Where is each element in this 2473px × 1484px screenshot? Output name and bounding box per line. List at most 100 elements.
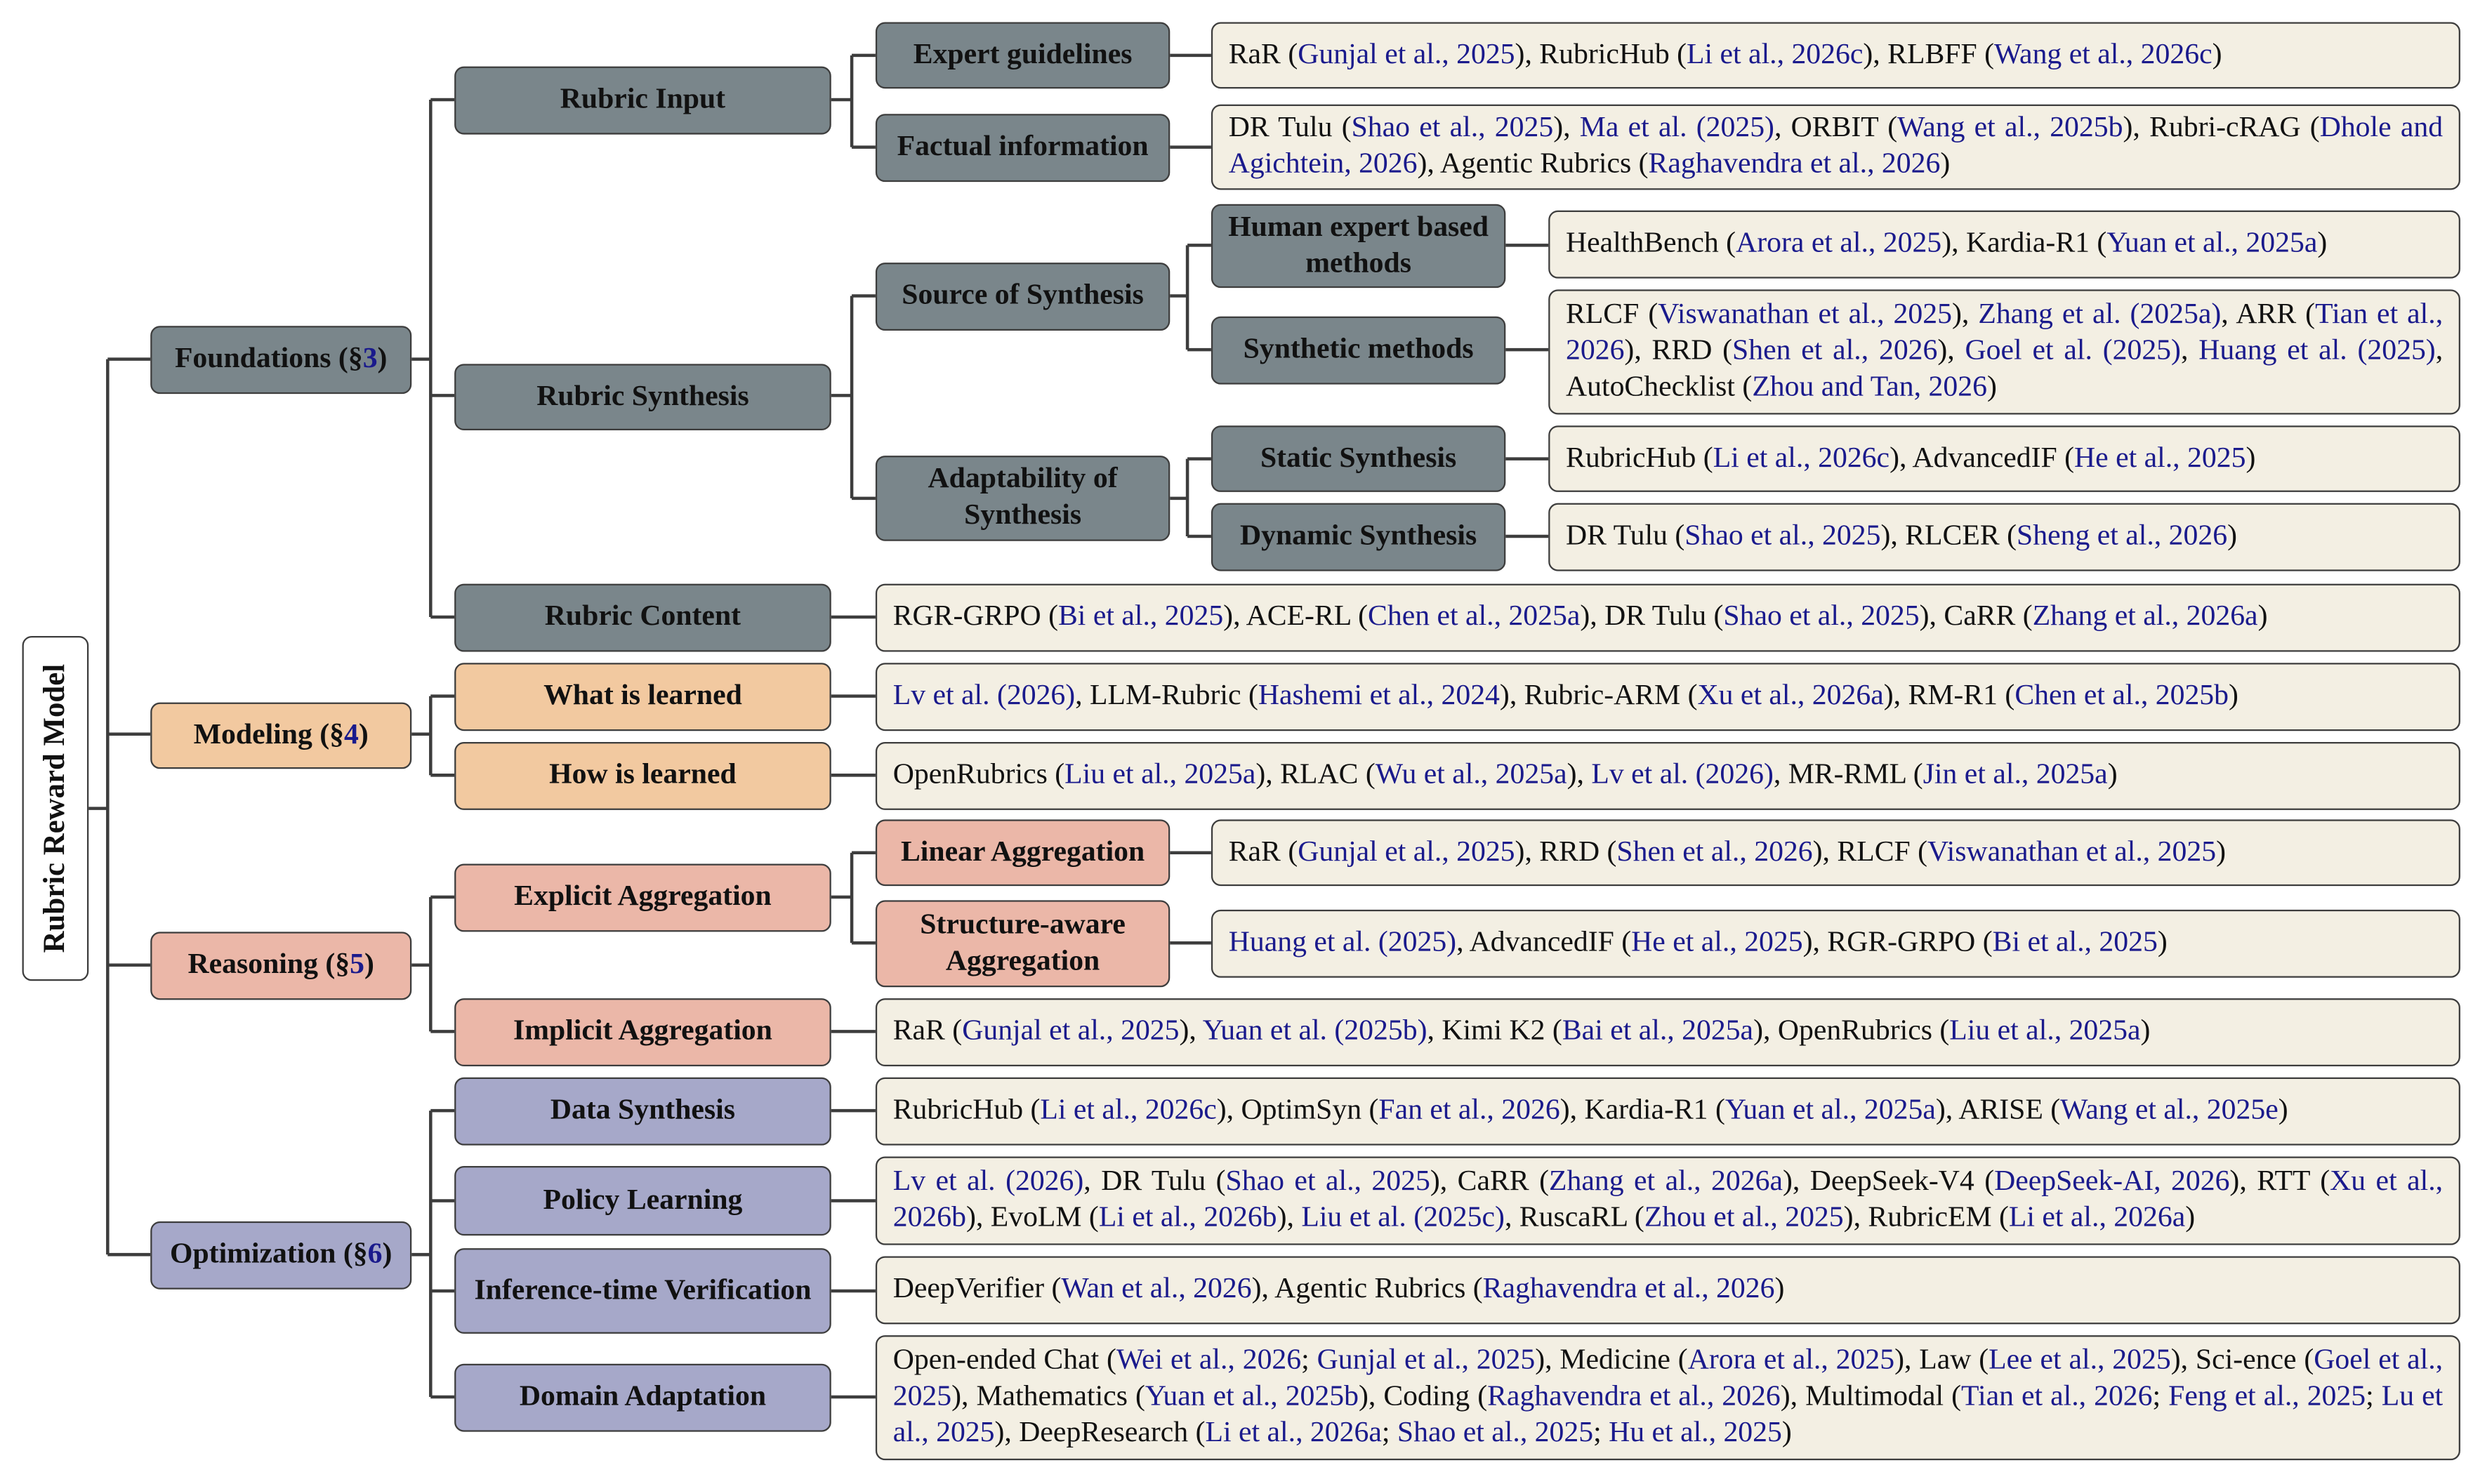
citation-link[interactable]: Goel et al. (2025) — [1965, 335, 2181, 367]
citation-link[interactable]: Zhang et al. (2025a) — [1978, 298, 2222, 331]
citation-link[interactable]: Chen et al., 2025b — [2014, 680, 2229, 713]
foundations-ref[interactable]: 3 — [362, 343, 378, 376]
citation-link[interactable]: Lu et al., 2025 — [892, 1381, 2444, 1450]
citation-link[interactable]: Arora et al., 2025 — [1687, 1344, 1895, 1377]
rubric-synthesis-node: Rubric Synthesis — [454, 364, 831, 431]
citation-link[interactable]: Liu et al., 2025a — [1949, 1015, 2141, 1047]
leaf-text-segment: , ARR ( — [2221, 298, 2316, 331]
citation-link[interactable]: Shao et al., 2025 — [1397, 1417, 1594, 1450]
citation-link[interactable]: Goel et al., 2025 — [892, 1344, 2444, 1413]
citation-link[interactable]: Lv et al. (2026) — [1591, 759, 1774, 791]
citation-link[interactable]: Wang et al., 2026c — [1994, 39, 2212, 71]
citation-link[interactable]: Chen et al., 2025a — [1368, 601, 1581, 633]
leaf-text-segment: ) — [2107, 759, 2118, 791]
leaf-text-segment: ) — [2229, 680, 2238, 713]
leaf-text-segment: ), — [1567, 759, 1592, 791]
citation-link[interactable]: Shao et al., 2025 — [1723, 601, 1920, 633]
citation-link[interactable]: Sheng et al., 2026 — [2017, 520, 2228, 552]
citation-link[interactable]: Li et al., 2026c — [1713, 442, 1890, 474]
citation-link[interactable]: Li et al., 2026a — [2008, 1202, 2186, 1234]
leaf-text-segment: ), OpenRubrics ( — [1753, 1015, 1950, 1047]
citation-link[interactable]: Bai et al., 2025a — [1562, 1015, 1754, 1047]
citation-link[interactable]: Tian et al., 2026 — [1565, 298, 2444, 367]
citation-link[interactable]: DeepSeek-AI, 2026 — [1994, 1165, 2230, 1198]
optimization-ref[interactable]: 6 — [367, 1238, 383, 1271]
citation-link[interactable]: Yuan et al., 2025b — [1145, 1381, 1359, 1413]
citation-link[interactable]: Bi et al., 2025 — [1992, 927, 2158, 959]
citation-link[interactable]: Liu et al. (2025c) — [1301, 1202, 1505, 1234]
citation-link[interactable]: Li et al., 2026a — [1205, 1417, 1382, 1450]
citation-link[interactable]: Gunjal et al., 2025 — [1298, 836, 1515, 868]
citation-link[interactable]: Wei et al., 2026 — [1116, 1344, 1302, 1377]
leaf-text-segment: ), Law ( — [1894, 1344, 1989, 1377]
citation-link[interactable]: Li et al., 2026b — [1098, 1202, 1277, 1234]
citation-link[interactable]: Lv et al. (2026) — [892, 1165, 1084, 1198]
leaf-text-segment: ), Kardia-R1 ( — [1941, 227, 2107, 260]
citation-link[interactable]: Zhou and Tan, 2026 — [1752, 371, 1987, 404]
citation-link[interactable]: Liu et al., 2025a — [1064, 759, 1256, 791]
citation-link[interactable]: Huang et al. (2025) — [1228, 927, 1457, 959]
citation-link[interactable]: Xu et al., 2026b — [892, 1165, 2444, 1234]
citation-link[interactable]: Gunjal et al., 2025 — [1317, 1344, 1536, 1377]
citation-link[interactable]: Gunjal et al., 2025 — [1298, 39, 1515, 71]
citation-link[interactable]: Hashemi et al., 2024 — [1258, 680, 1500, 713]
citation-link[interactable]: Jin et al., 2025a — [1923, 759, 2108, 791]
leaf-text-segment: ), AdvancedIF ( — [1890, 442, 2075, 474]
citation-link[interactable]: Viswanathan et al., 2025 — [1658, 298, 1952, 331]
citation-link[interactable]: Lv et al. (2026) — [892, 680, 1076, 713]
citation-link[interactable]: Gunjal et al., 2025 — [962, 1015, 1180, 1047]
leaf-text-segment: ), RRD ( — [1515, 836, 1617, 868]
citation-link[interactable]: Xu et al., 2026a — [1697, 680, 1884, 713]
citation-link[interactable]: Bi et al., 2025 — [1057, 601, 1224, 633]
citation-link[interactable]: Tian et al., 2026 — [1960, 1381, 2153, 1413]
leaf-text-segment: ), EvoLM ( — [965, 1202, 1099, 1234]
citation-link[interactable]: Zhang et al., 2026a — [2032, 601, 2258, 633]
citation-link[interactable]: Li et al., 2026c — [1687, 39, 1864, 71]
leaf-policy-learning: Lv et al. (2026), DR Tulu (Shao et al., … — [875, 1156, 2460, 1245]
citation-link[interactable]: He et al., 2025 — [1631, 927, 1803, 959]
linear-aggregation-node: Linear Aggregation — [875, 819, 1170, 887]
citation-link[interactable]: Feng et al., 2025 — [2168, 1381, 2366, 1413]
modeling-ref[interactable]: 4 — [344, 719, 359, 751]
citation-link[interactable]: Raghavendra et al., 2026 — [1482, 1273, 1775, 1306]
citation-link[interactable]: Wan et al., 2026 — [1061, 1273, 1252, 1306]
leaf-text-segment: ), RLBFF ( — [1863, 39, 1995, 71]
citation-link[interactable]: Wang et al., 2025e — [2060, 1094, 2279, 1127]
citation-link[interactable]: Lee et al., 2025 — [1989, 1344, 2171, 1377]
leaf-static-synthesis: RubricHub (Li et al., 2026c), AdvancedIF… — [1548, 425, 2460, 492]
leaf-text-segment: ), RM-R1 ( — [1883, 680, 2015, 713]
citation-link[interactable]: Arora et al., 2025 — [1736, 227, 1942, 260]
leaf-text-segment: ), RubricEM ( — [1843, 1202, 2009, 1234]
citation-link[interactable]: Shao et al., 2025 — [1684, 520, 1881, 552]
rubric-content-node: Rubric Content — [454, 583, 831, 652]
citation-link[interactable]: Shen et al., 2026 — [1616, 836, 1813, 868]
citation-link[interactable]: Fan et al., 2026 — [1378, 1094, 1560, 1127]
leaf-synthetic-methods: RLCF (Viswanathan et al., 2025), Zhang e… — [1548, 289, 2460, 415]
citation-link[interactable]: Zhang et al., 2026a — [1549, 1165, 1783, 1198]
citation-link[interactable]: Wu et al., 2025a — [1375, 759, 1567, 791]
citation-link[interactable]: Shao et al., 2025 — [1351, 112, 1554, 145]
policy-learning-node: Policy Learning — [454, 1165, 831, 1236]
citation-link[interactable]: Raghavendra et al., 2026 — [1487, 1381, 1781, 1413]
citation-link[interactable]: Raghavendra et al., 2026 — [1648, 148, 1941, 180]
leaf-inference-time-verification: DeepVerifier (Wan et al., 2026), Agentic… — [875, 1256, 2460, 1325]
citation-link[interactable]: He et al., 2025 — [2074, 442, 2246, 474]
reasoning-label: Reasoning (§ — [187, 949, 350, 981]
synthetic-methods-node: Synthetic methods — [1211, 316, 1506, 385]
citation-link[interactable]: Yuan et al., 2025a — [2106, 227, 2318, 260]
leaf-text-segment: ) — [2185, 1202, 2196, 1234]
citation-link[interactable]: Li et al., 2026c — [1040, 1094, 1217, 1127]
leaf-domain-adaptation: Open-ended Chat (Wei et al., 2026; Gunja… — [875, 1335, 2460, 1461]
citation-link[interactable]: Zhou et al., 2025 — [1644, 1202, 1844, 1234]
citation-link[interactable]: Shen et al., 2026 — [1732, 335, 1938, 367]
citation-link[interactable]: Hu et al., 2025 — [1609, 1417, 1782, 1450]
citation-link[interactable]: Ma et al. (2025) — [1579, 112, 1774, 145]
citation-link[interactable]: Shao et al., 2025 — [1225, 1165, 1430, 1198]
citation-link[interactable]: Dhole and Agichtein, 2026 — [1228, 112, 2444, 180]
reasoning-ref[interactable]: 5 — [350, 949, 364, 981]
citation-link[interactable]: Huang et al. (2025) — [2198, 335, 2436, 367]
citation-link[interactable]: Wang et al., 2025b — [1897, 112, 2123, 145]
citation-link[interactable]: Yuan et al., 2025a — [1724, 1094, 1936, 1127]
citation-link[interactable]: Yuan et al. (2025b) — [1202, 1015, 1427, 1047]
citation-link[interactable]: Viswanathan et al., 2025 — [1927, 836, 2217, 868]
